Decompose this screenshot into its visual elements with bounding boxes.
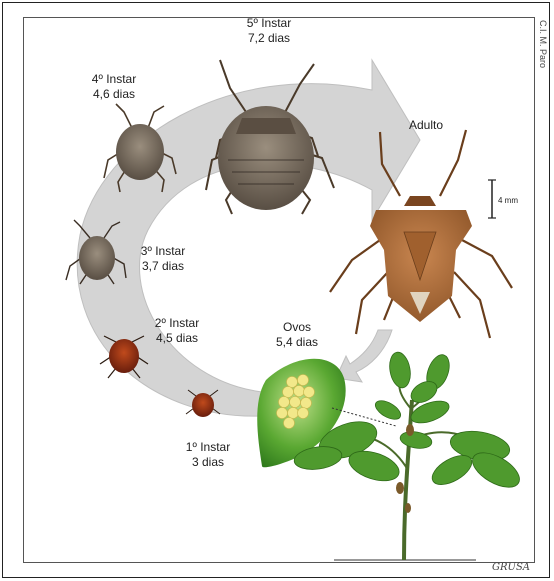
eggs-duration: 5,4 dias bbox=[262, 335, 332, 350]
label-eggs: Ovos 5,4 dias bbox=[262, 320, 332, 350]
scale-bar-label: 4 mm bbox=[498, 196, 518, 205]
photo-credit: C.I. M. Paro bbox=[538, 20, 548, 68]
instar4-duration: 4,6 dias bbox=[74, 87, 154, 102]
eggs-name: Ovos bbox=[262, 320, 332, 335]
instar3-name: 3º Instar bbox=[128, 244, 198, 259]
label-adult: Adulto bbox=[396, 118, 456, 133]
instar5-name: 5º Instar bbox=[234, 16, 304, 31]
instar2-duration: 4,5 dias bbox=[142, 331, 212, 346]
instar3-duration: 3,7 dias bbox=[128, 259, 198, 274]
instar5-duration: 7,2 dias bbox=[234, 31, 304, 46]
label-instar5: 5º Instar 7,2 dias bbox=[234, 16, 304, 46]
instar4-name: 4º Instar bbox=[74, 72, 154, 87]
label-instar4: 4º Instar 4,6 dias bbox=[74, 72, 154, 102]
instar1-duration: 3 dias bbox=[168, 455, 248, 470]
label-instar3: 3º Instar 3,7 dias bbox=[128, 244, 198, 274]
label-instar2: 2º Instar 4,5 dias bbox=[142, 316, 212, 346]
adult-name: Adulto bbox=[396, 118, 456, 133]
instar1-name: 1º Instar bbox=[168, 440, 248, 455]
cycle-arrow-small bbox=[336, 330, 392, 382]
label-instar1: 1º Instar 3 dias bbox=[168, 440, 248, 470]
artist-signature: GRUSA bbox=[492, 562, 530, 573]
instar2-name: 2º Instar bbox=[142, 316, 212, 331]
